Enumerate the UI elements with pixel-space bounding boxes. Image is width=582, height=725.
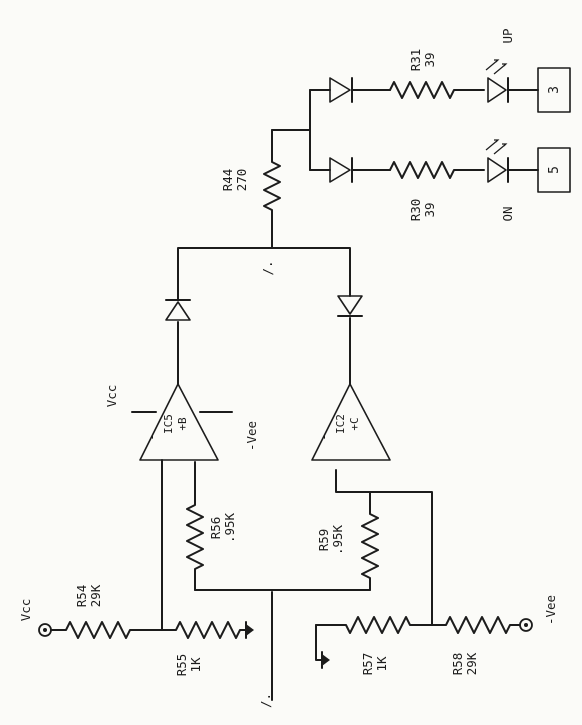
r55-resistor xyxy=(161,621,247,639)
up-branch-diode xyxy=(309,77,391,103)
ic5-name: IC5 xyxy=(162,414,175,434)
vcc-source-terminal xyxy=(38,623,52,637)
on-branch-diode xyxy=(309,157,391,183)
r56-resistor xyxy=(186,461,204,591)
r30-value: 39 xyxy=(422,202,437,217)
vcc-source-label: Vcc xyxy=(18,599,33,622)
ic2-opamp xyxy=(311,383,391,461)
box-3 xyxy=(537,67,571,113)
led-on-label: ON xyxy=(500,206,515,221)
top-bus-wire xyxy=(177,247,351,301)
up-led xyxy=(485,59,539,103)
r30-resistor xyxy=(389,161,485,179)
led-split-bus xyxy=(271,89,311,171)
r54-value: 29K xyxy=(88,584,103,607)
on-led xyxy=(485,139,539,183)
ic5-vcc-label: Vcc xyxy=(104,385,119,408)
ic5-part: +B xyxy=(176,417,189,431)
r58-name: R58 xyxy=(450,653,465,676)
r56-value: .95K xyxy=(222,512,237,543)
r31-value: 39 xyxy=(422,52,437,67)
ic2-part: +C xyxy=(348,417,361,430)
r59-name: R59 xyxy=(316,529,331,552)
input-signal-mark: /. xyxy=(258,693,273,708)
ic5-minus-sign: - xyxy=(144,433,159,441)
r57-name: R57 xyxy=(360,653,375,676)
ic2-minus-sign: - xyxy=(316,433,331,441)
r57-value: 1K xyxy=(374,656,389,672)
r55-name: R55 xyxy=(174,654,189,677)
r44-resistor xyxy=(263,129,281,249)
led-up-label: UP xyxy=(500,28,515,43)
ic2-input-wire xyxy=(335,469,433,626)
r54-resistor xyxy=(50,621,163,639)
r54-name: R54 xyxy=(74,585,89,608)
r55-value: 1K xyxy=(188,657,203,673)
r44-name: R44 xyxy=(220,169,235,192)
output-signal-mark: /. xyxy=(260,260,275,275)
box-5 xyxy=(537,147,571,193)
ground-r55 xyxy=(245,621,254,639)
r56-name: R56 xyxy=(208,517,223,540)
ic5-diode xyxy=(165,299,191,321)
vee-source-label: -Vee xyxy=(543,595,558,625)
r59-resistor xyxy=(361,491,379,591)
ic2-diode xyxy=(337,295,363,317)
ic5-opamp xyxy=(139,383,219,461)
r31-resistor xyxy=(389,81,485,99)
r44-value: 270 xyxy=(234,169,249,192)
box-5-label: 5 xyxy=(547,166,562,174)
box-3-label: 3 xyxy=(547,86,562,94)
r58-resistor xyxy=(431,616,521,634)
vee-source-terminal xyxy=(519,618,533,632)
r59-value: .95K xyxy=(330,524,345,555)
r30-name: R30 xyxy=(408,199,423,222)
ic5-vee-label: -Vee xyxy=(244,421,259,451)
ic2-name: IC2 xyxy=(334,414,347,434)
ground-r57 xyxy=(315,624,330,669)
r31-name: R31 xyxy=(408,49,423,72)
r57-resistor xyxy=(315,616,433,634)
r58-value: 29K xyxy=(464,652,479,675)
